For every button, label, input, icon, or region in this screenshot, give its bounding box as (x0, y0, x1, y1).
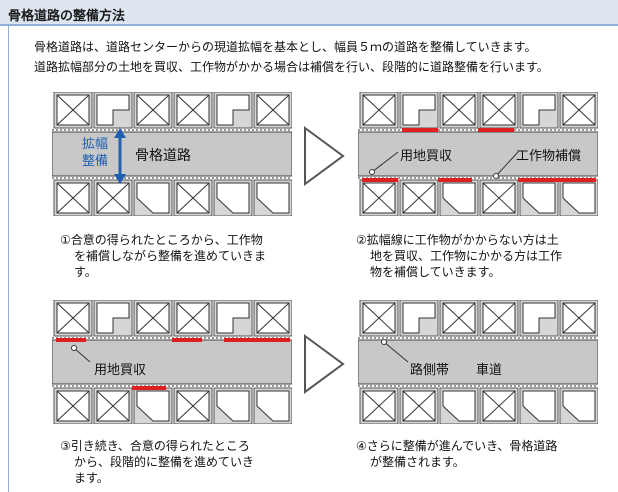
leader-line (71, 345, 91, 363)
caption-2: ②拡幅線に工作物がかからない方は土 地を買収、工作物にかかる方は工作 物を補償し… (356, 232, 562, 280)
road (358, 339, 598, 385)
caption-1-line-2: を補償しながら整備を進めていきま (74, 249, 267, 263)
intro-line-1: 骨格道路は、道路センターからの現道拡幅を基本とし、幅員５ｍの道路を整備していきま… (34, 40, 537, 54)
land-purchase-strip (478, 128, 514, 132)
land-purchase-strip (438, 178, 472, 182)
caption-2-line-3: 物を補償していきます。 (370, 265, 501, 279)
land-purchase-strip (172, 338, 202, 342)
label-shoulder: 路側帯 (410, 363, 450, 378)
land-purchase-strip (402, 128, 438, 132)
side-label: 拡幅 整備 (82, 136, 108, 170)
leader-lines (369, 151, 519, 179)
caption-1-line-1: ①合意の得られたところから、工作物 (60, 233, 263, 247)
intro-line-2: 道路拡幅部分の土地を買収、工作物がかかる場合は補償を行い、段階的に道路整備を行い… (34, 60, 549, 74)
caption-4: ④さらに整備が進んでいき、骨格道路 が整備されます。 (356, 438, 557, 470)
road (52, 131, 292, 177)
land-purchase-strip (56, 338, 86, 342)
caption-4-line-2: が整備されます。 (370, 455, 465, 469)
caption-4-line-1: ④さらに整備が進んでいき、骨格道路 (356, 439, 558, 453)
side-label-line-1: 拡幅 (82, 137, 109, 152)
header-bar: 骨格道路の整備方法 (0, 0, 618, 26)
label-land-purchase: 用地買収 (400, 149, 453, 164)
label-roadway: 車道 (476, 363, 503, 378)
leader-line (381, 339, 409, 363)
road (358, 131, 598, 177)
land-purchase-strip (362, 178, 398, 182)
next-arrow-icon (304, 334, 345, 394)
diagram-panel-2 (358, 92, 598, 216)
caption-1-line-3: す。 (74, 265, 97, 279)
caption-2-line-1: ②拡幅線に工作物がかからない方は土 (356, 233, 559, 247)
caption-3-line-1: ③引き続き、合意の得られたところ (60, 439, 250, 453)
next-arrow-icon (304, 126, 345, 186)
road (52, 339, 292, 385)
label-structure-compensation: 工作物補償 (516, 149, 582, 164)
side-label-arrow (114, 128, 126, 184)
caption-2-line-2: 地を買収、工作物にかかる方は工作 (370, 249, 563, 263)
land-purchase-strip (518, 178, 596, 182)
caption-3-line-2: から、段階的に整備を進めていき (74, 455, 255, 469)
diagram-panel-3 (52, 300, 292, 424)
page-title: 骨格道路の整備方法 (8, 9, 126, 24)
caption-3-line-3: ます。 (74, 471, 109, 485)
road-label: 骨格道路 (135, 148, 191, 164)
caption-1: ①合意の得られたところから、工作物 を補償しながら整備を進めていきま す。 (60, 232, 266, 280)
frame-border (8, 26, 9, 492)
land-purchase-strip (224, 338, 290, 342)
side-label-line-2: 整備 (82, 154, 109, 169)
diagram-panel-1 (52, 92, 292, 216)
diagram-panel-4 (358, 300, 598, 424)
caption-3: ③引き続き、合意の得られたところ から、段階的に整備を進めていき ます。 (60, 438, 254, 486)
land-purchase-strip (132, 386, 166, 390)
label-land-purchase: 用地買収 (94, 363, 147, 378)
